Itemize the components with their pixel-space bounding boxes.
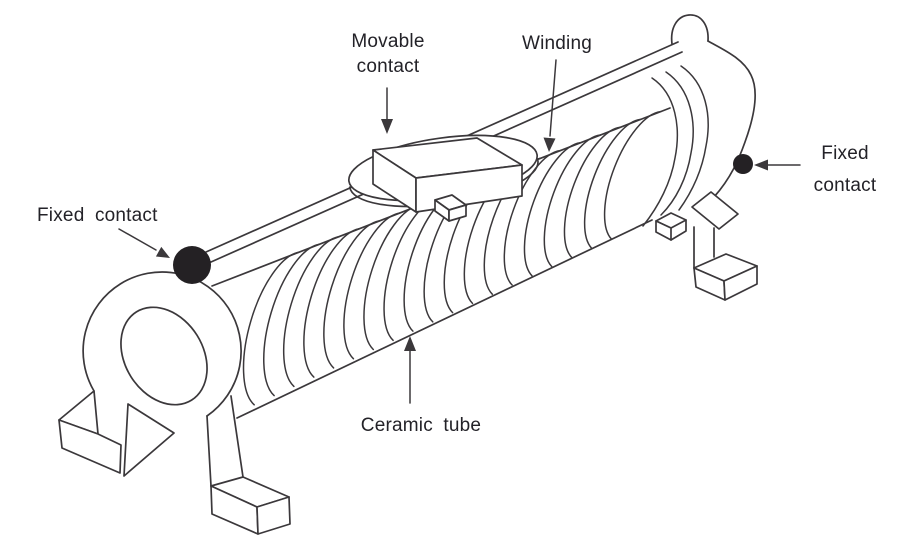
- left-foot-front: [58, 419, 122, 474]
- arrow-fixed-contact-left-icon: [118, 228, 170, 258]
- annotation-arrows: [118, 59, 801, 404]
- winding-turn: [263, 243, 320, 397]
- winding-turn: [563, 126, 622, 259]
- tube-bottom-edge: [236, 219, 653, 419]
- arrow-ceramic-tube-icon: [404, 336, 416, 404]
- winding-turn: [242, 251, 300, 406]
- terminal-bump-profile: [707, 40, 757, 198]
- tube-right-end-cap: [642, 14, 757, 227]
- winding-turn: [303, 227, 361, 378]
- winding-turn: [583, 118, 642, 249]
- end-shell: [660, 71, 694, 216]
- winding-turn: [383, 196, 441, 342]
- winding-turn: [363, 204, 421, 351]
- label-ceramic-tube: Ceramic tube: [360, 415, 482, 436]
- winding-turn: [523, 142, 582, 277]
- right-leg-left-edge: [206, 415, 212, 487]
- winding-turn: [603, 110, 662, 240]
- movable-contact-assembly[interactable]: [345, 125, 542, 222]
- bracket-notch: [123, 403, 175, 477]
- contact-finger-side: [448, 204, 467, 222]
- bracket-foot-end: [723, 265, 758, 301]
- ring-inner-hole: [120, 306, 208, 406]
- arrow-movable-contact-icon: [381, 87, 393, 134]
- right-leg-right-edge: [230, 395, 244, 478]
- winding-turn: [543, 134, 602, 268]
- fixed-contact-dot-right: [733, 154, 753, 174]
- label-winding: Winding: [521, 33, 593, 54]
- label-movable-contact: Movable contact: [351, 31, 425, 77]
- arrow-winding-icon: [543, 59, 557, 152]
- winding-turn: [503, 149, 562, 286]
- terminal-bump-arch: [670, 14, 709, 45]
- left-mounting-bracket: [58, 271, 291, 535]
- winding-turn: [323, 220, 381, 369]
- label-fixed-contact-right: Fixed contact: [813, 143, 877, 196]
- arrow-fixed-contact-right-icon: [754, 159, 801, 171]
- end-shell: [678, 65, 709, 211]
- bracket-slant-face: [691, 191, 739, 230]
- right-mounting-bracket: [655, 191, 758, 301]
- end-shell: [642, 77, 678, 227]
- winding-turn: [282, 235, 340, 388]
- bracket-clamp-tab-edge: [670, 219, 687, 241]
- fixed-contact-dot-left: [173, 246, 211, 284]
- winding-turn: [343, 212, 401, 360]
- right-foot-end: [256, 496, 291, 535]
- label-fixed-contact-left: Fixed contact: [37, 205, 158, 226]
